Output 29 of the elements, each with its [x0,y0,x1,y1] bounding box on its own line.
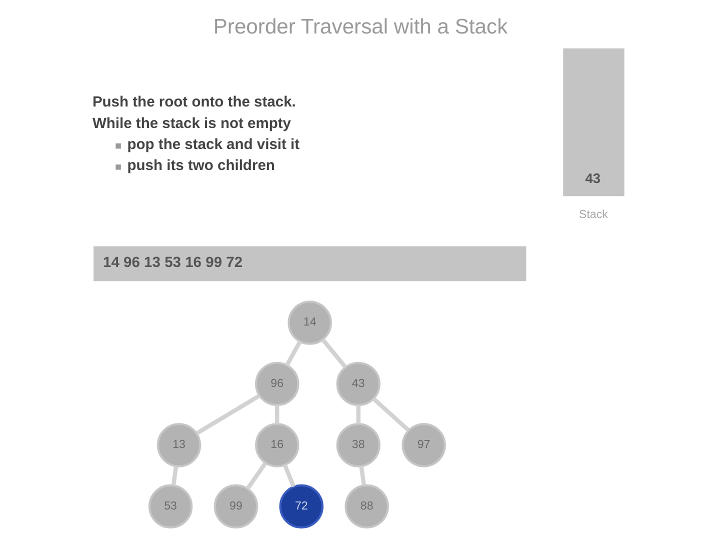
node-label: Stack [578,208,608,222]
node-circle: 72 [278,484,324,529]
node-box: 43 [562,48,624,196]
connector [170,466,178,486]
label: pop the stack and visit it [126,136,300,153]
node-box: 14 96 13 53 16 99 72 [93,246,526,282]
connector [284,340,302,366]
connector [372,397,410,432]
connector [245,462,267,490]
connector [274,405,279,424]
node-circle: 53 [148,484,192,529]
connector [282,464,296,488]
label: While the stack is not empty [92,116,291,132]
node-circle: 88 [344,484,388,529]
node-circle: 14 [287,300,332,345]
node-circle: 96 [254,362,299,406]
node-circle: 99 [213,484,258,529]
node-circle: 43 [336,362,380,406]
node-circle: 13 [156,423,201,468]
diagram-title: Preorder Traversal with a Stack [212,16,508,39]
label: push its two children [126,158,274,174]
node-circle: 97 [401,423,446,468]
connector [320,338,346,368]
connector [356,405,360,424]
connector [195,394,260,436]
node-circle: 16 [254,423,299,468]
node-circle: 38 [336,423,380,468]
label: Push the root onto the stack. [92,94,296,111]
connector [358,466,366,486]
